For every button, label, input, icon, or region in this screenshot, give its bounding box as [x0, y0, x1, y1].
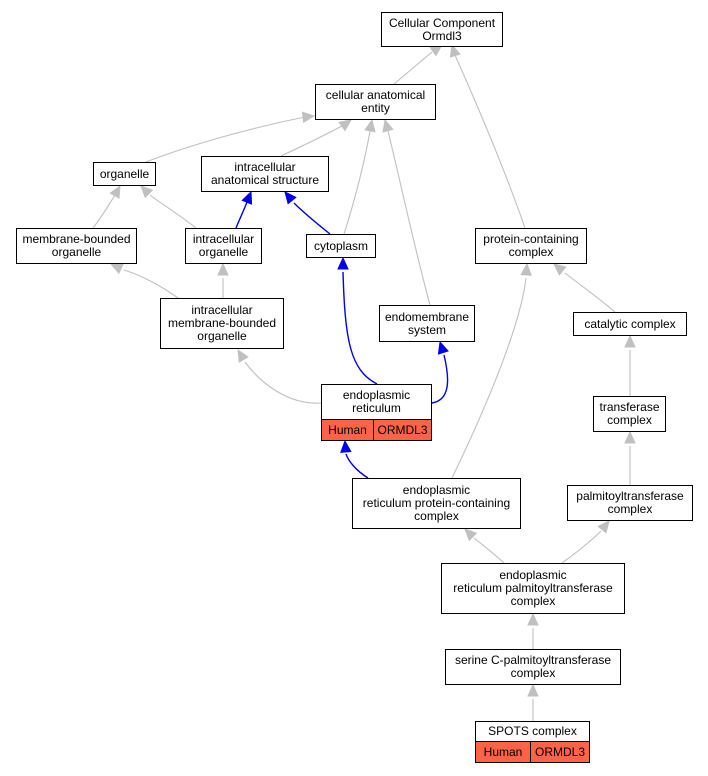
edge-organelle-is_a-cae: [145, 111, 316, 163]
edge-er-is_a-imbo: [237, 348, 322, 404]
arrowhead: [624, 430, 636, 444]
edge-imbo-is_a-io: [217, 262, 229, 298]
term-label: organelle: [99, 166, 150, 181]
term-node-palmitoyl[interactable]: palmitoyltransferase complex: [567, 485, 693, 521]
species-cell[interactable]: Human: [322, 420, 373, 440]
term-node-catalytic[interactable]: catalytic complex: [573, 312, 687, 336]
arrowhead: [527, 683, 539, 697]
edge-erpcc-part_of-er: [340, 439, 369, 479]
term-node-io[interactable]: intracellular organelle: [185, 228, 262, 264]
term-node-erpcc[interactable]: endoplasmic reticulum protein-containing…: [352, 478, 521, 529]
term-node-ias[interactable]: intracellular anatomical structure: [201, 156, 329, 192]
term-node-imbo[interactable]: intracellular membrane-bounded organelle: [160, 298, 284, 349]
term-node-transferase[interactable]: transferase complex: [593, 396, 666, 432]
term-node-er[interactable]: endoplasmic reticulum: [321, 384, 432, 420]
edge-pcc-is_a-cc_root: [449, 43, 526, 229]
edge-er-part_of-endomembrane: [431, 340, 449, 404]
arrowhead: [140, 185, 154, 199]
edge-spots-is_a-spt: [527, 683, 539, 721]
edge-cytoplasm-part_of-ias: [284, 191, 331, 235]
edge-cae-is_a-cc_root: [393, 44, 443, 85]
edge-io-part_of-ias: [235, 190, 253, 229]
arrowhead: [109, 263, 124, 275]
arrowhead: [301, 111, 316, 124]
term-node-cc_root[interactable]: Cellular Component Ormdl3: [381, 12, 503, 47]
arrowhead: [449, 43, 461, 58]
arrowhead: [527, 612, 539, 626]
term-label: cellular anatomical entity: [325, 88, 426, 115]
edge-palmitoyl-is_a-transferase: [624, 430, 636, 485]
term-node-endomembrane[interactable]: endomembrane system: [379, 305, 475, 342]
arrowhead: [217, 262, 229, 276]
term-node-spt[interactable]: serine C-palmitoyltransferase complex: [445, 649, 621, 685]
edge-er-part_of-cytoplasm: [337, 256, 378, 385]
term-node-cae[interactable]: cellular anatomical entity: [315, 84, 436, 120]
arrowhead: [520, 262, 532, 276]
gene-cell[interactable]: ORMDL3: [530, 742, 589, 762]
arrowhead: [437, 340, 449, 355]
term-label: membrane-bounded organelle: [22, 232, 131, 259]
edge-mbo-is_a-organelle: [92, 184, 121, 229]
edge-erpalm-is_a-erpcc: [464, 528, 505, 564]
term-label: endoplasmic reticulum protein-containing…: [362, 483, 511, 523]
term-node-mbo[interactable]: membrane-bounded organelle: [16, 228, 137, 264]
term-label: protein-containing complex: [483, 232, 579, 259]
edge-io-is_a-organelle: [140, 185, 197, 229]
arrowhead: [337, 256, 349, 270]
term-label: intracellular membrane-bounded organelle: [167, 303, 277, 343]
term-label: endoplasmic reticulum palmitoyltransfera…: [453, 568, 613, 608]
edge-catalytic-is_a-pcc: [553, 263, 616, 313]
arrowhead: [237, 348, 249, 363]
term-label: SPOTS complex: [488, 724, 577, 738]
edge-cytoplasm-is_a-cae: [343, 118, 376, 235]
arrowhead: [382, 118, 394, 133]
edge-erpcc-is_a-pcc: [451, 262, 532, 479]
arrowhead: [597, 520, 610, 534]
edge-endomembrane-is_a-cae: [382, 118, 431, 306]
term-node-organelle[interactable]: organelle: [93, 162, 156, 186]
arrowhead: [109, 184, 121, 199]
arrowhead: [624, 334, 636, 348]
edge-imbo-is_a-mbo: [109, 263, 179, 299]
term-node-erpalm[interactable]: endoplasmic reticulum palmitoyltransfera…: [441, 563, 625, 614]
arrowhead: [284, 191, 297, 205]
term-label: serine C-palmitoyltransferase complex: [454, 653, 612, 680]
term-label: intracellular anatomical structure: [210, 160, 320, 187]
edge-erpalm-is_a-palmitoyl: [561, 520, 610, 564]
arrowhead: [338, 119, 352, 132]
species-cell[interactable]: Human: [476, 742, 530, 762]
term-node-cytoplasm[interactable]: cytoplasm: [306, 234, 376, 258]
term-label: endomembrane system: [384, 309, 470, 337]
term-label: Cellular Component Ormdl3: [388, 15, 496, 43]
arrowhead: [464, 528, 478, 542]
term-node-spots[interactable]: SPOTS complex: [475, 721, 590, 742]
arrowhead: [340, 439, 352, 453]
term-label: endoplasmic reticulum: [342, 388, 411, 415]
arrowhead: [364, 118, 376, 133]
gene-cell[interactable]: ORMDL3: [373, 420, 431, 440]
term-label: palmitoyltransferase complex: [576, 489, 684, 516]
term-label: cytoplasm: [313, 238, 369, 253]
term-label: catalytic complex: [584, 316, 676, 331]
edge-transferase-is_a-catalytic: [624, 334, 636, 396]
edge-spt-is_a-erpalm: [527, 612, 539, 649]
edge-ias-is_a-cae: [280, 119, 352, 157]
term-label: intracellular organelle: [192, 232, 255, 259]
arrowhead: [553, 263, 567, 276]
term-node-pcc[interactable]: protein-containing complex: [475, 228, 587, 264]
term-label: transferase complex: [599, 400, 660, 427]
arrowhead: [241, 190, 253, 205]
